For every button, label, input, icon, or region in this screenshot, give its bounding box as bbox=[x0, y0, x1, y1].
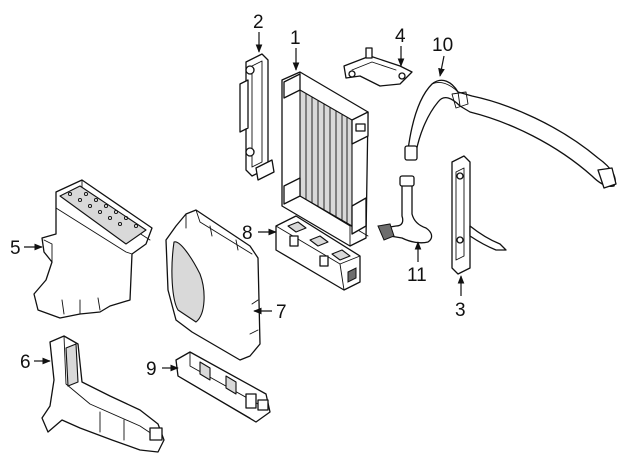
callout-label-8: 8 bbox=[242, 223, 253, 244]
callout-10: 10 bbox=[432, 35, 453, 77]
part-bracket-left bbox=[239, 53, 275, 181]
part-bracket-top bbox=[343, 47, 413, 87]
callout-1: 1 bbox=[290, 28, 301, 71]
part-air-duct-lower bbox=[41, 335, 165, 453]
callout-3: 3 bbox=[455, 275, 466, 321]
callout-6: 6 bbox=[20, 352, 51, 373]
part-bracket-right bbox=[451, 155, 507, 275]
callout-label-5: 5 bbox=[10, 238, 21, 259]
callout-7: 7 bbox=[253, 302, 287, 323]
callout-2: 2 bbox=[253, 12, 264, 53]
callout-label-10: 10 bbox=[432, 35, 453, 56]
callout-label-7: 7 bbox=[276, 302, 287, 323]
part-lower-tray bbox=[175, 351, 271, 423]
callout-label-4: 4 bbox=[395, 26, 406, 47]
callout-label-6: 6 bbox=[20, 352, 31, 373]
callout-4: 4 bbox=[395, 26, 406, 67]
part-shroud-panel bbox=[165, 209, 261, 361]
part-hose-lower bbox=[377, 175, 433, 244]
callout-11: 11 bbox=[407, 241, 427, 286]
callout-label-2: 2 bbox=[253, 12, 264, 33]
part-hose-upper bbox=[404, 79, 617, 189]
callout-label-3: 3 bbox=[455, 300, 466, 321]
callout-label-11: 11 bbox=[407, 265, 427, 286]
part-radiator bbox=[281, 71, 369, 247]
callout-label-1: 1 bbox=[290, 28, 301, 49]
callout-9: 9 bbox=[146, 359, 179, 380]
callout-label-9: 9 bbox=[146, 359, 157, 380]
callout-5: 5 bbox=[10, 238, 43, 259]
callout-8: 8 bbox=[242, 223, 277, 244]
part-mount-block bbox=[275, 215, 361, 291]
part-air-duct-left bbox=[33, 179, 153, 319]
